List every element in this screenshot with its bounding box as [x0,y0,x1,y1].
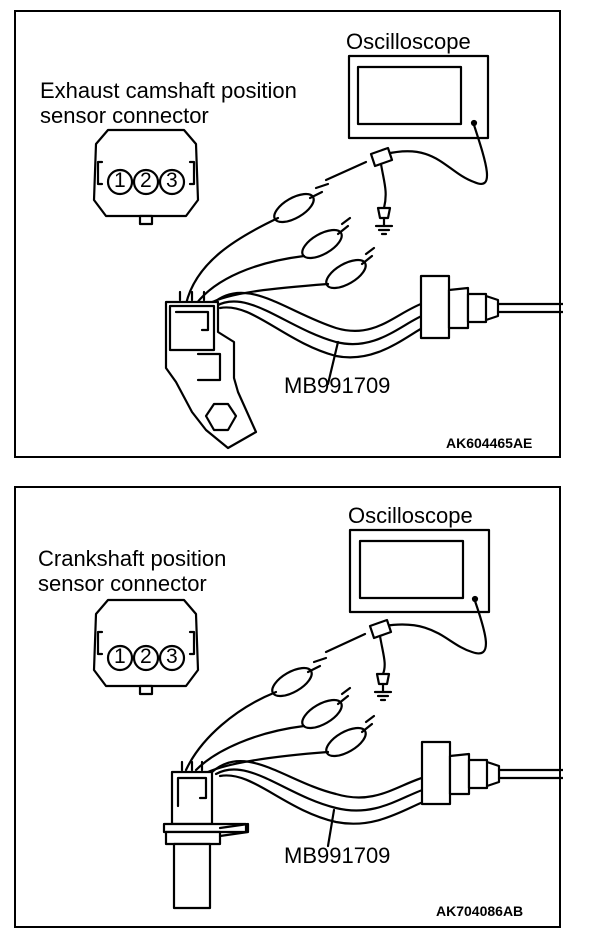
oscilloscope-label: Oscilloscope [348,503,473,528]
crankshaft-diagram [92,528,563,910]
crankshaft-sensor-panel: Oscilloscope Crankshaft position sensor … [14,486,563,928]
pin-1-label: 1 [114,645,126,668]
figure-code: AK704086AB [436,903,524,919]
camshaft-diagram [92,54,563,450]
connector-label-line1: Exhaust camshaft position [40,78,297,103]
harness-connector-icon [420,740,563,806]
test-clips-icon [273,182,376,290]
connector-face-icon [92,128,200,226]
harness-connector-icon [419,274,563,340]
probe-and-ground-icon [324,146,394,236]
camshaft-sensor-panel: Oscilloscope Exhaust camshaft position s… [14,10,563,458]
pin-2-label: 2 [140,169,152,192]
connector-label-line2: sensor connector [40,103,209,128]
pin-3-label: 3 [166,169,178,192]
test-clips-icon [271,656,376,758]
probe-and-ground-icon [324,618,393,702]
crankshaft-sensor-icon [162,760,250,910]
figure-code: AK604465AE [446,435,533,451]
oscilloscope-icon [348,528,491,614]
tool-label: MB991709 [284,843,391,868]
oscilloscope-label: Oscilloscope [346,29,471,54]
pin-3-label: 3 [166,645,178,668]
connector-label-line1: Crankshaft position [38,546,227,571]
tool-label: MB991709 [284,373,391,398]
oscilloscope-icon [347,54,490,140]
connector-label-line2: sensor connector [38,571,207,596]
pin-1-label: 1 [114,169,126,192]
pin-2-label: 2 [140,645,152,668]
connector-face-icon [92,598,200,696]
camshaft-sensor-icon [164,290,258,450]
